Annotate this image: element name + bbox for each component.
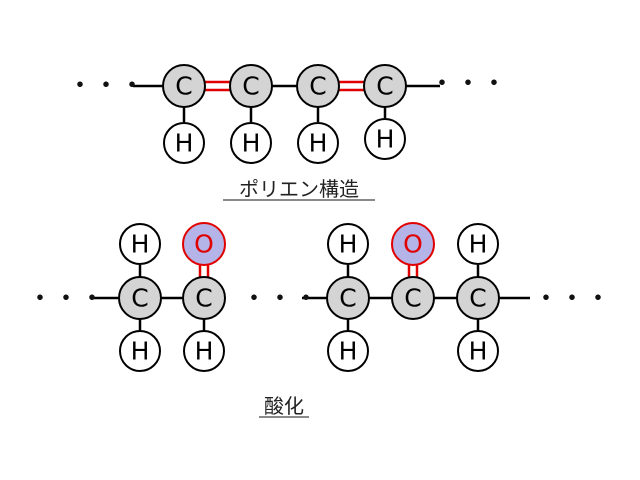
carbon-atom: C (456, 276, 500, 320)
oxidation-right-fragment: H O H C C C H (241, 222, 611, 372)
hydrogen-atom: H (457, 223, 499, 265)
hydrogen-label: H (309, 129, 328, 158)
continuation-dots-left: ・・・ (27, 284, 105, 314)
carbon-label: C (175, 72, 192, 101)
carbon-label: C (404, 284, 421, 313)
carbon-atom: C (363, 64, 407, 108)
hydrogen-label: H (131, 337, 150, 366)
continuation-dots-left: ・・・ (67, 71, 145, 101)
carbon-label: C (195, 284, 212, 313)
polyene-caption: ポリエン構造 (223, 177, 375, 201)
polyene-double-bonds (204, 80, 366, 92)
carbon-label: C (339, 284, 356, 313)
hydrogen-label: H (339, 337, 358, 366)
hydrogen-atom: H (163, 122, 205, 164)
carbon-label: C (376, 72, 393, 101)
carbon-atom: C (182, 276, 226, 320)
hydrogen-atom: H (119, 223, 161, 265)
hydrogen-atom: H (364, 118, 406, 160)
left-fragment-bonds (92, 265, 206, 331)
hydrogen-label: H (175, 129, 194, 158)
carbon-atom: C (229, 64, 273, 108)
oxygen-label: O (403, 230, 423, 259)
carbon-label: C (242, 72, 259, 101)
carbon-atom: C (162, 64, 206, 108)
polyene-caption-text: ポリエン構造 (239, 177, 359, 201)
right-fragment-bonds (302, 265, 530, 331)
hydrogen-atom: H (119, 330, 161, 372)
hydrogen-label: H (469, 337, 488, 366)
hydrogen-atom: H (183, 330, 225, 372)
carbon-label: C (469, 284, 486, 313)
continuation-dots-middle: ・・・ (241, 284, 319, 314)
oxidation-structure: H O C C H H ・・・ (27, 222, 611, 418)
hydrogen-atom: H (230, 122, 272, 164)
polyene-ch-bonds (182, 106, 387, 122)
hydrogen-label: H (131, 230, 150, 259)
left-carbonyl-double-bond (198, 264, 210, 277)
hydrogen-atom: H (327, 223, 369, 265)
hydrogen-label: H (242, 129, 261, 158)
continuation-dots-right: ・・・ (533, 284, 611, 314)
oxygen-atom: O (391, 222, 435, 266)
oxidation-caption: 酸化 (259, 394, 309, 418)
carbon-atom: C (326, 276, 370, 320)
hydrogen-label: H (376, 125, 395, 154)
hydrogen-label: H (339, 230, 358, 259)
oxidation-caption-text: 酸化 (264, 394, 304, 418)
continuation-dots-right: ・・・ (429, 69, 507, 99)
carbon-atom: C (296, 64, 340, 108)
hydrogen-label: H (469, 230, 488, 259)
right-carbonyl-double-bond (407, 264, 419, 277)
carbon-label: C (309, 72, 326, 101)
polyene-structure: C C C C H H H H ・・ (67, 64, 507, 201)
carbon-atom: C (391, 276, 435, 320)
hydrogen-label: H (195, 337, 214, 366)
carbon-atom: C (118, 276, 162, 320)
oxygen-label: O (194, 230, 214, 259)
hydrogen-atom: H (327, 330, 369, 372)
carbon-label: C (131, 284, 148, 313)
oxygen-atom: O (182, 222, 226, 266)
hydrogen-atom: H (457, 330, 499, 372)
oxidation-left-fragment: H O C C H H ・・・ (27, 222, 226, 372)
hydrogen-atom: H (297, 122, 339, 164)
